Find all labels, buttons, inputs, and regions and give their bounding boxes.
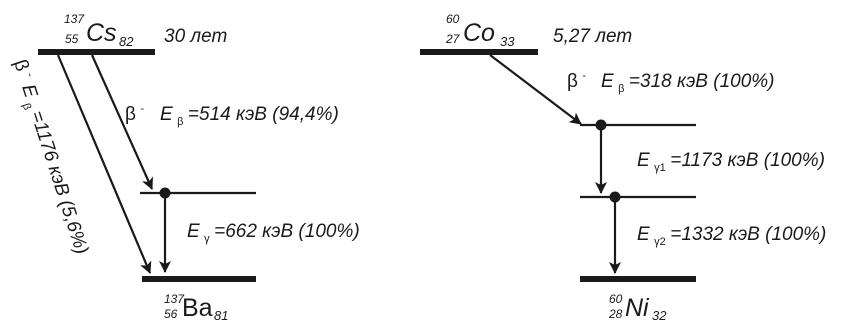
- co60-nuclide-label: 60 27 Co 33: [445, 10, 515, 49]
- ba137-level-dot: [159, 187, 171, 199]
- gamma2-label: E γ2 =1332 кэВ (100%): [637, 224, 826, 249]
- gamma-label: E γ =662 кэВ (100%): [187, 221, 360, 246]
- beta-minor-arrow: [56, 54, 152, 274]
- beta-major-arrow: [90, 54, 154, 190]
- co60-beta-label: β - E β =318 кэВ (100%): [567, 66, 775, 96]
- co60-decay-scheme: 60 27 Co 33 5,27 лет β - E β =318 кэВ (1…: [420, 10, 826, 323]
- ni60-lower-dot: [609, 191, 621, 203]
- ba137-nuclide-label: 137 56 Ba 81: [164, 290, 228, 323]
- cs137-nuclide-label: 137 55 Cs 82: [64, 10, 134, 49]
- co60-half-life: 5,27 лет: [553, 26, 632, 47]
- cs137-decay-scheme: 137 55 Cs 82 30 лет β - E β =514 кэВ (94…: [5, 10, 360, 323]
- cs137-half-life: 30 лет: [164, 26, 227, 47]
- co60-beta-arrow: [489, 54, 582, 125]
- gamma1-label: E γ1 =1173 кэВ (100%): [637, 150, 825, 175]
- ni60-upper-dot: [595, 119, 607, 131]
- beta-minor-label: β - E β =1176 кэВ (5,6%): [5, 56, 96, 259]
- ni60-nuclide-label: 60 28 Ni 32: [608, 290, 667, 323]
- beta-major-label: β - E β =514 кэВ (94,4%): [125, 99, 339, 129]
